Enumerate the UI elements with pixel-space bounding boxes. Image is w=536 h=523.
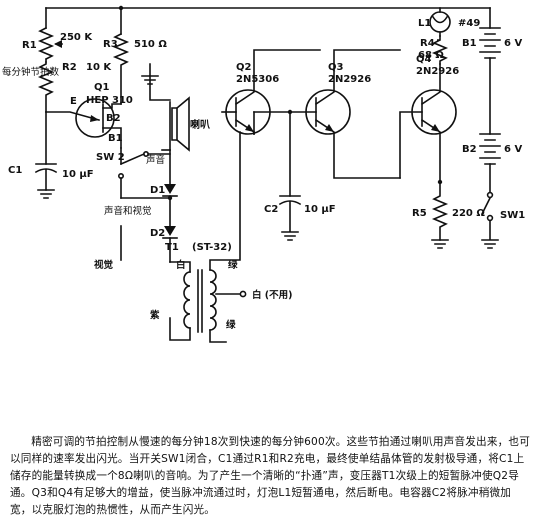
- sw2-both-label: 声音和视觉: [104, 205, 152, 217]
- transistor-q3: Q3 2N2926: [253, 49, 401, 179]
- t1-type: (ST-32): [192, 242, 232, 253]
- q4-type: 2N2926: [416, 66, 459, 77]
- speaker-circuit: 喇叭: [141, 63, 210, 152]
- capacitor-c2: C2 10 μF: [264, 109, 336, 241]
- r5-label: R5: [412, 208, 427, 219]
- q1-type: HEP 310: [86, 95, 133, 106]
- switch-sw1[interactable]: SW1: [480, 191, 525, 249]
- l1-value: #49: [458, 18, 480, 29]
- q1-b2-label: B2: [106, 113, 121, 124]
- metronome-schematic: R1 250 K 每分钟节拍数 R2 10 K R3 510 Ω Q1 HEP …: [2, 5, 525, 343]
- t1-secondary-green-2: 绿: [226, 319, 236, 331]
- capacitor-c1: C1 10 μF: [8, 111, 94, 199]
- circuit-description: 精密可调的节拍控制从慢速的每分钟18次到快速的每分钟600次。这些节拍通过喇叭用…: [10, 436, 531, 516]
- lamp-l1: L1 #49: [418, 7, 480, 37]
- r4-value: 68 Ω: [418, 50, 444, 61]
- resistor-r4: R4 68 Ω: [418, 35, 449, 65]
- q2-type: 2N5306: [236, 74, 279, 85]
- d1-label: D1: [150, 185, 165, 196]
- q1-label: Q1: [94, 82, 110, 93]
- r3-value: 510 Ω: [134, 39, 167, 50]
- b2-value: 6 V: [504, 144, 522, 155]
- battery-b1: B1 6 V: [462, 7, 522, 135]
- r2-value: 10 K: [86, 62, 112, 73]
- transistor-q4: Q4 2N2926: [399, 54, 459, 183]
- t1-primary-white: 白: [176, 259, 186, 271]
- c2-label: C2: [264, 204, 278, 215]
- switch-sw2[interactable]: SW 2 声音 声音和视觉: [96, 147, 171, 217]
- r3-label: R3: [103, 39, 118, 50]
- q3-label: Q3: [328, 62, 344, 73]
- c2-value: 10 μF: [304, 204, 336, 215]
- r1-value: 250 K: [60, 32, 93, 43]
- q2-label: Q2: [236, 62, 252, 73]
- transistor-q1: Q1 HEP 310 E B2 B1: [45, 82, 133, 149]
- t1-primary-purple: 紫: [150, 309, 160, 321]
- sw2-sound-label: 声音: [146, 154, 165, 166]
- resistor-r3: R3 510 Ω: [103, 32, 167, 105]
- visual-label: 视觉: [94, 259, 114, 271]
- r4-label: R4: [420, 38, 435, 49]
- sw2-label: SW 2: [96, 152, 125, 163]
- sw1-label: SW1: [500, 210, 525, 221]
- resistor-r5: R5 220 Ω: [412, 179, 485, 249]
- r1-label: R1: [22, 40, 37, 51]
- transistor-q2: Q2 2N5306: [221, 49, 321, 135]
- resistor-r2: R2 10 K: [37, 61, 112, 113]
- diodes: D1 D2: [120, 149, 178, 263]
- q1-b1-label: B1: [108, 133, 123, 144]
- q4-label: Q4: [416, 54, 432, 65]
- t1-secondary-green: 绿: [228, 259, 238, 271]
- b1-label: B1: [462, 38, 477, 49]
- r2-label: R2: [62, 62, 77, 73]
- speaker-label: 喇叭: [190, 118, 210, 131]
- top-rail: [45, 5, 491, 35]
- t1-secondary-white-unused: 白 (不用): [252, 289, 293, 301]
- r5-value: 220 Ω: [452, 208, 485, 219]
- q1-emitter-label: E: [70, 96, 77, 107]
- t1-label: T1: [165, 242, 179, 253]
- battery-b2: B2 6 V: [462, 133, 522, 193]
- l1-label: L1: [418, 18, 431, 29]
- transformer-t1: T1 (ST-32) 白 绿 白 (不用) 绿 紫 视觉: [94, 131, 293, 343]
- c1-label: C1: [8, 165, 22, 176]
- c1-value: 10 μF: [62, 169, 94, 180]
- d2-label: D2: [150, 228, 165, 239]
- b2-label: B2: [462, 144, 477, 155]
- q3-type: 2N2926: [328, 74, 371, 85]
- b1-value: 6 V: [504, 38, 522, 49]
